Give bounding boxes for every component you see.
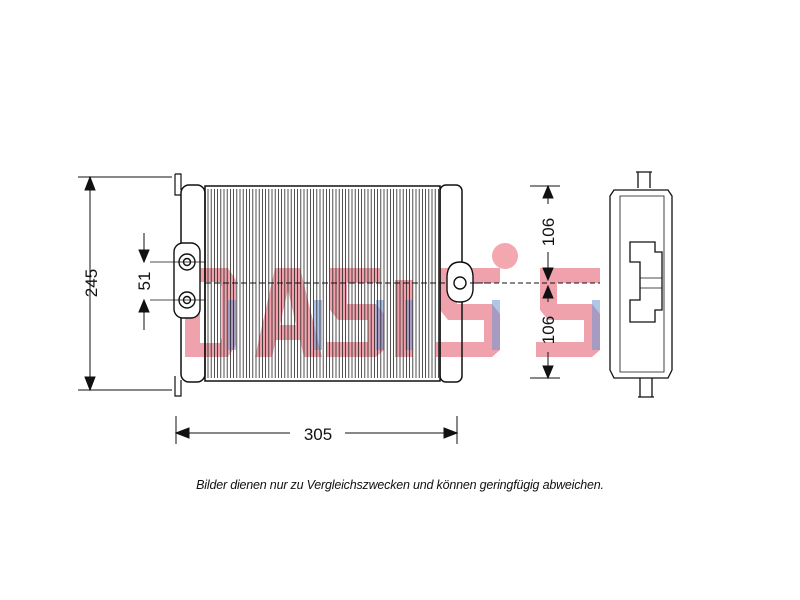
side-body [609, 189, 673, 379]
watermark-dot-icon [492, 243, 518, 269]
height-label: 245 [82, 269, 101, 297]
dimension-side [470, 184, 600, 380]
top-bracket [174, 173, 182, 196]
watermark-letters [185, 268, 600, 357]
side-bottom-clip [638, 378, 654, 398]
side-connector [629, 241, 663, 323]
side-top-clip [636, 171, 652, 188]
side-lower-label: 106 [539, 316, 558, 344]
watermark-logo [185, 243, 600, 357]
watermark-letters-blue [228, 300, 600, 350]
dimension-height [78, 175, 172, 392]
mounting-lug [446, 261, 474, 303]
width-label: 305 [304, 425, 332, 444]
pipe-connectors [150, 242, 205, 319]
dimension-pipe-spacing [138, 233, 150, 330]
side-upper-label: 106 [539, 218, 558, 246]
disclaimer-caption: Bilder dienen nur zu Vergleichszwecken u… [196, 478, 604, 492]
radiator-core [174, 173, 490, 397]
pipe-spacing-label: 51 [135, 272, 154, 291]
dimension-width [174, 416, 459, 444]
bottom-bracket [174, 376, 182, 397]
mount-hole-icon [453, 276, 467, 290]
side-view [609, 171, 673, 398]
